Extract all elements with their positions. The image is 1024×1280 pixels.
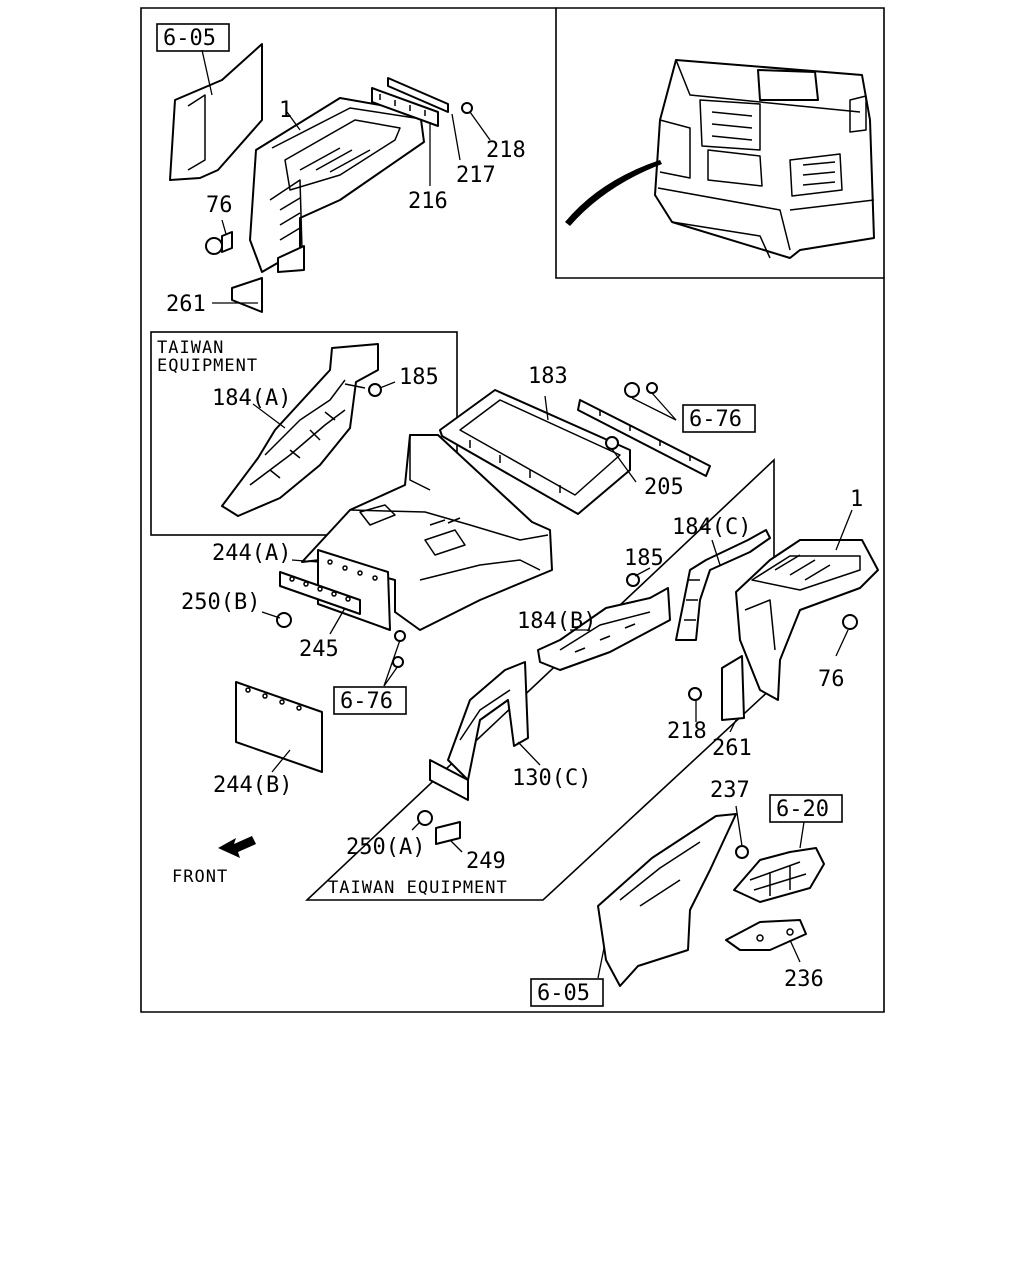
part-label: 185 — [399, 365, 439, 390]
bracket-236 — [725, 919, 807, 951]
part-label: 250(B) — [181, 590, 260, 615]
part-label: 250(A) — [346, 835, 425, 860]
taiwan-panel-note: TAIWAN EQUIPMENT — [328, 878, 508, 898]
part-label: 76 — [818, 667, 845, 692]
front-arrow-icon — [218, 836, 256, 858]
part-label: 249 — [466, 849, 506, 874]
part-label: 245 — [299, 637, 339, 662]
cover-assembly-left — [169, 43, 473, 313]
ref-676-right: 6-76 — [689, 407, 742, 432]
bracket-130c — [429, 661, 529, 801]
part-label: 183 — [528, 364, 568, 389]
ref-620: 6-20 — [776, 797, 829, 822]
taiwan-box-note-line2: EQUIPMENT — [157, 356, 258, 376]
part-label: 1 — [279, 98, 292, 123]
part-label: 184(A) — [212, 386, 291, 411]
bracket-184b — [537, 587, 671, 671]
taiwan-box-note-line1: TAIWAN — [157, 338, 224, 358]
part-label: 261 — [712, 736, 752, 761]
part-label: 244(B) — [213, 773, 292, 798]
part-label: 217 — [456, 163, 496, 188]
floor-panel — [301, 389, 631, 631]
part-label: 184(C) — [672, 515, 751, 540]
part-label: 184(B) — [517, 609, 596, 634]
part-label: 205 — [644, 475, 684, 500]
bracket-245 — [279, 571, 361, 615]
truck-inset-drawing — [565, 59, 875, 259]
part-label: 237 — [710, 778, 750, 803]
mud-flap-244b — [235, 681, 323, 773]
ref-605-bottom: 6-05 — [537, 981, 590, 1006]
part-label: 130(C) — [512, 766, 591, 791]
ref-box-605-bottom — [530, 978, 604, 1007]
ref-box-620 — [769, 794, 843, 823]
part-label: 185 — [624, 546, 664, 571]
bracket-249 — [435, 821, 461, 845]
part-label: 236 — [784, 967, 824, 992]
cover-assembly-right — [721, 539, 879, 721]
part-label: 244(A) — [212, 541, 291, 566]
step-620 — [733, 847, 825, 903]
part-label: 216 — [408, 189, 448, 214]
ref-box-676-right — [682, 404, 756, 433]
part-label: 218 — [486, 138, 526, 163]
inset-frame — [556, 7, 885, 278]
step-panel-605 — [597, 813, 737, 987]
ref-box-605-top — [156, 23, 230, 52]
front-note: FRONT — [172, 867, 228, 887]
part-label: 76 — [206, 193, 233, 218]
part-label: 261 — [166, 292, 206, 317]
ref-box-676-left — [333, 686, 407, 715]
ref-676-left: 6-76 — [340, 689, 393, 714]
bracket-184c — [675, 529, 771, 641]
ref-605-top: 6-05 — [163, 26, 216, 51]
bracket-rail-676 — [577, 382, 711, 477]
part-label: 1 — [850, 487, 863, 512]
bracket-184a — [221, 343, 382, 517]
part-label: 218 — [667, 719, 707, 744]
